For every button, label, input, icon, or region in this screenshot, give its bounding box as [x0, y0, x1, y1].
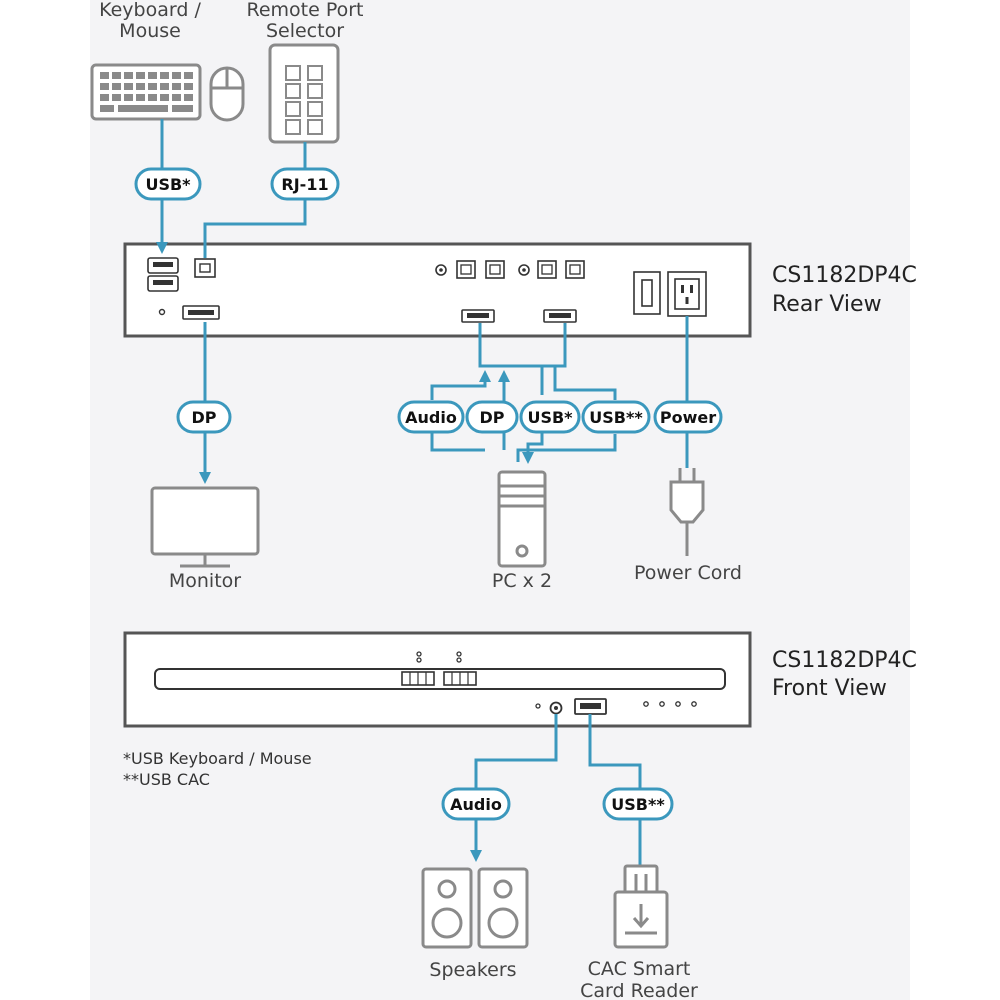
- footnote-usb-keyboard: *USB Keyboard / Mouse: [123, 749, 312, 768]
- dp-monitor-pill-text: DP: [191, 408, 216, 427]
- pc-label: PC x 2: [492, 570, 552, 592]
- rj11-pill-text: RJ-11: [281, 175, 328, 194]
- usb-kb-pill: USB*: [134, 167, 202, 201]
- speakers-icon: [421, 867, 529, 949]
- speakers-label: Speakers: [429, 959, 516, 981]
- keyboard-mouse-label-line1: Keyboard /: [99, 0, 201, 21]
- pc-tower-icon: [497, 470, 547, 568]
- card-reader-icon: [613, 864, 669, 949]
- dp-pc-pill-text: DP: [479, 408, 504, 427]
- remote-selector-label-line2: Selector: [266, 20, 344, 42]
- card-reader-label-line1: CAC Smart: [588, 958, 691, 980]
- usb-pc-pill: USB*: [519, 400, 581, 434]
- remote-selector-label-line1: Remote Port: [246, 0, 363, 21]
- audio-pc-pill-text: Audio: [405, 408, 457, 427]
- front-view-model: CS1182DP4C: [772, 648, 917, 673]
- audio-pc-pill: Audio: [397, 400, 465, 434]
- pc-dp-bus: [478, 323, 567, 368]
- card-reader-label-line2: Card Reader: [580, 980, 698, 1000]
- dp-monitor-pill: DP: [176, 400, 232, 434]
- monitor-icon: [150, 486, 260, 568]
- power-cord-label: Power Cord: [634, 562, 742, 584]
- rear-view-device: [123, 242, 752, 338]
- front-usb-pill: USB**: [602, 787, 674, 821]
- usb-kb-pill-text: USB*: [145, 175, 191, 194]
- usb-cac-cable-pc: [516, 434, 617, 462]
- footnote-usb-cac: **USB CAC: [123, 770, 210, 789]
- usb-cac-pc-pill: USB**: [581, 400, 651, 434]
- keyboard-mouse-label-line2: Mouse: [119, 20, 181, 42]
- rear-view-model: CS1182DP4C: [772, 263, 917, 288]
- power-pill-text: Power: [660, 408, 716, 427]
- usb-cac-pc-pill-text: USB**: [589, 408, 643, 427]
- rj11-pill: RJ-11: [270, 167, 340, 201]
- front-view-label: Front View: [772, 676, 887, 701]
- audio-cable-pc: [430, 432, 485, 452]
- remote-selector-icon: [268, 43, 340, 144]
- audio-cable-up: [430, 370, 491, 400]
- front-audio-pill: Audio: [441, 787, 511, 821]
- power-plug-icon: [669, 468, 705, 556]
- rear-view-label: Rear View: [772, 292, 882, 317]
- power-pill: Power: [653, 400, 723, 434]
- usb-pc-pill-text: USB*: [527, 408, 573, 427]
- front-audio-pill-text: Audio: [450, 795, 502, 814]
- front-usb-pill-text: USB**: [611, 795, 665, 814]
- usb-cac-cable-up: [553, 366, 617, 400]
- keyboard-mouse-icon: [90, 63, 245, 122]
- monitor-label: Monitor: [169, 570, 241, 592]
- front-view-device: [123, 631, 752, 728]
- dp-pc-pill: DP: [465, 400, 519, 434]
